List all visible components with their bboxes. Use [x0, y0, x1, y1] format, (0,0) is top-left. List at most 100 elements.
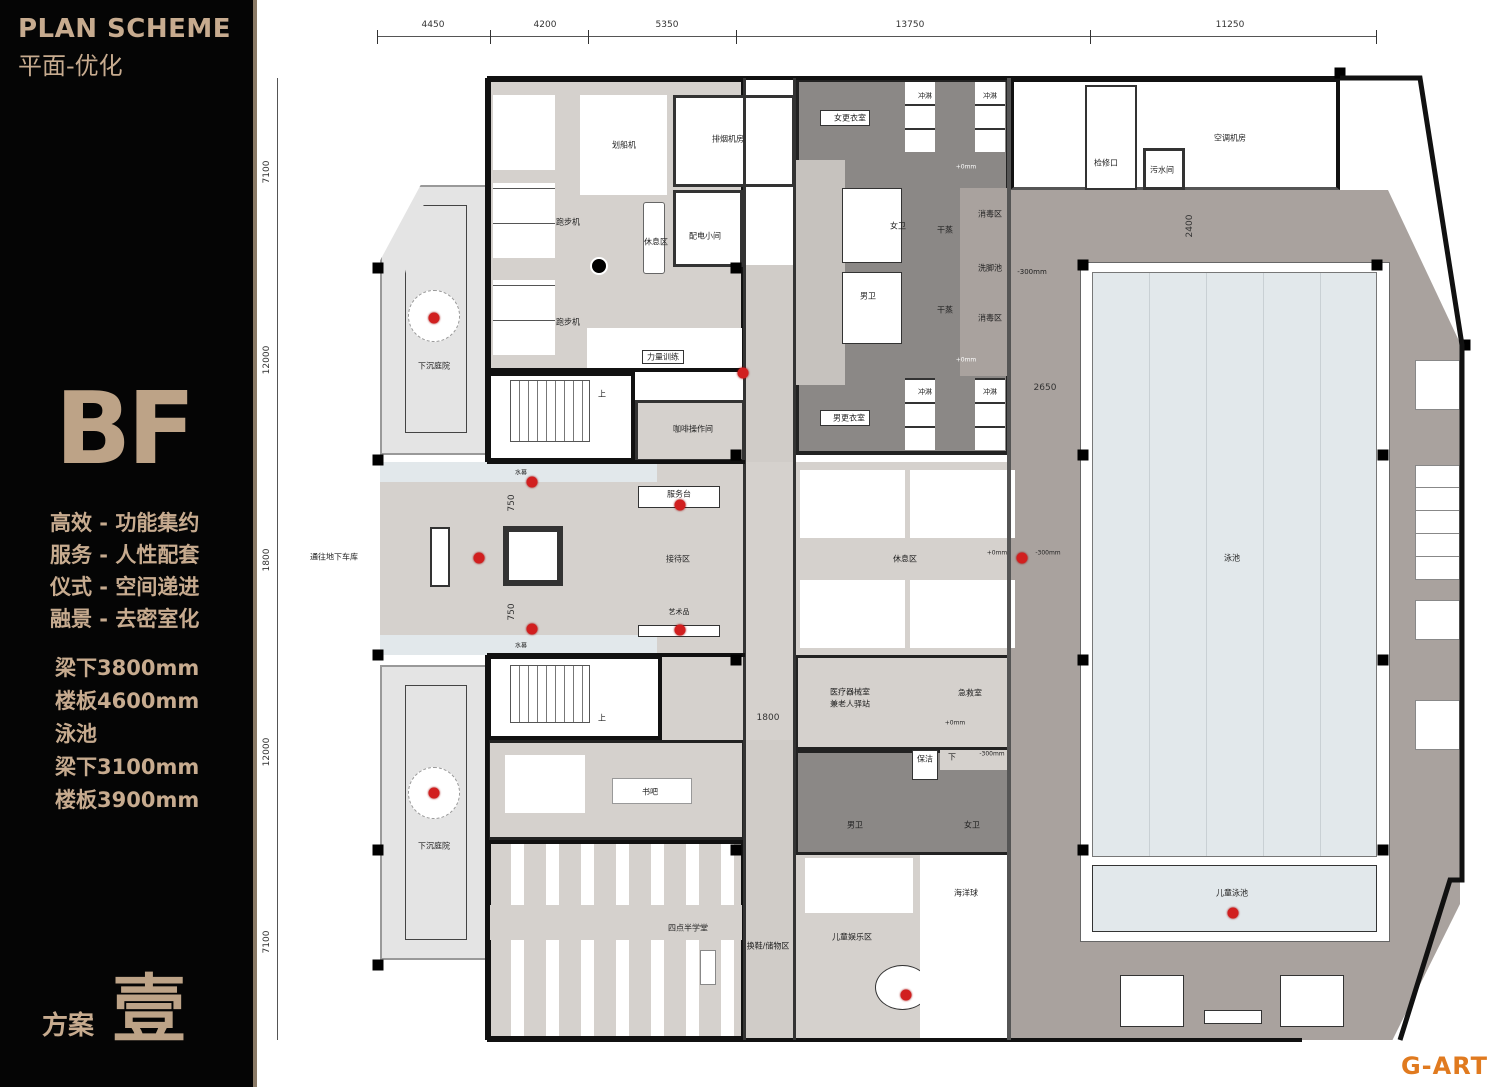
- view-marker: [737, 367, 749, 379]
- pool-equipment: [1280, 975, 1344, 1027]
- level-label: -300mm: [1035, 549, 1061, 557]
- room-label: 冲淋: [983, 92, 997, 100]
- column: [1077, 449, 1089, 461]
- column: [372, 649, 384, 661]
- room-label: 跑步机: [556, 217, 580, 227]
- spec: 梁下3800mm: [55, 656, 200, 680]
- column: [372, 262, 384, 274]
- study-room: [487, 840, 745, 1040]
- water-curtain-south: [380, 635, 657, 655]
- dimension-label: 750: [507, 494, 517, 512]
- room-label: 男卫: [847, 820, 863, 830]
- scheme-number: 壹: [112, 967, 186, 1053]
- column: [730, 449, 742, 461]
- view-marker: [428, 312, 440, 324]
- room-label: 男更衣室: [833, 413, 865, 423]
- room-label: 空调机房: [1214, 133, 1246, 143]
- room-label: 排烟机房: [712, 134, 744, 144]
- view-marker: [526, 476, 538, 488]
- strength-sign: [642, 350, 684, 364]
- wall: [487, 1038, 1302, 1042]
- wall: [485, 78, 489, 462]
- dimension-label: 2650: [1033, 383, 1057, 393]
- study-aisle: [490, 905, 742, 940]
- view-marker: [900, 989, 912, 1001]
- column: [372, 959, 384, 971]
- level-label: +0mm: [955, 163, 977, 171]
- dimension-tick: [1376, 30, 1377, 44]
- room-label: 污水间: [1150, 165, 1174, 175]
- room-label: 洗脚池: [978, 263, 1002, 273]
- wall: [487, 76, 1340, 80]
- room-label: 冲淋: [983, 388, 997, 396]
- kids-equipment: [805, 858, 913, 913]
- column: [730, 844, 742, 856]
- level-label: +0mm: [955, 356, 977, 364]
- room-label: 急救室: [958, 688, 982, 698]
- water-curtain-north: [380, 462, 657, 482]
- wall: [1007, 78, 1011, 1040]
- dimension-tick: [490, 30, 491, 44]
- dimension-label: 5350: [655, 20, 679, 30]
- toilet-stalls: [842, 272, 902, 344]
- slogan: 高效 - 功能集约: [50, 511, 200, 535]
- dimension-label: 12000: [262, 737, 272, 767]
- teacher-desk: [700, 950, 716, 985]
- room-label: 下沉庭院: [418, 361, 450, 371]
- medical-room: [795, 655, 1010, 750]
- plan-subtitle: 平面-优化: [18, 52, 123, 80]
- view-marker: [526, 623, 538, 635]
- dimension-tick: [736, 30, 737, 44]
- lounge-seating: [910, 470, 1015, 538]
- slogan: 仪式 - 空间递进: [50, 575, 200, 599]
- room-label: 干蒸: [937, 305, 953, 315]
- room-label: 冲淋: [918, 388, 932, 396]
- locker-sign: [820, 110, 870, 126]
- lounge-chair: [1415, 700, 1460, 750]
- label: 水幕: [514, 642, 528, 650]
- room-label: 保洁: [917, 754, 933, 764]
- swimming-pool: [1092, 272, 1377, 857]
- showers: [905, 82, 935, 152]
- column: [1377, 449, 1389, 461]
- rowing-area: [493, 95, 555, 170]
- pool-equipment: [1120, 975, 1184, 1027]
- stair-label: 上: [598, 389, 606, 399]
- room-label: 咖啡操作间: [673, 424, 713, 434]
- view-marker: [674, 499, 686, 511]
- spec: 梁下3100mm: [55, 755, 200, 779]
- room-label: 划船机: [612, 140, 636, 150]
- column: [372, 454, 384, 466]
- column: [1077, 259, 1089, 271]
- view-marker: [1016, 552, 1028, 564]
- column: [1077, 654, 1089, 666]
- view-marker: [473, 552, 485, 564]
- room-label: 下沉庭院: [418, 841, 450, 851]
- step-area: [940, 750, 1010, 770]
- treadmills: [493, 280, 555, 355]
- room-label: 书吧: [642, 787, 658, 797]
- level-label: -300mm: [979, 750, 1005, 758]
- room-label: 男卫: [860, 291, 876, 301]
- room-label: 配电小间: [689, 231, 721, 241]
- column: [1334, 67, 1346, 79]
- lounge-seating: [910, 580, 1015, 648]
- sewage-room: [1143, 148, 1185, 190]
- courtyard-planter: [405, 685, 467, 940]
- room-label: 女卫: [890, 221, 906, 231]
- dimension-label: 4200: [533, 20, 557, 30]
- column: [1377, 844, 1389, 856]
- column: [1377, 654, 1389, 666]
- lounge-seating: [800, 470, 905, 538]
- courtyard-planter: [405, 205, 467, 433]
- room-label: 通往地下车库: [310, 552, 358, 562]
- lounge-seating: [800, 580, 905, 648]
- room-label: 检修口: [1094, 158, 1118, 168]
- stairs: [510, 665, 590, 723]
- room-label: 干蒸: [937, 225, 953, 235]
- rowing-machines: [580, 95, 667, 195]
- slogan: 融景 - 去密室化: [50, 607, 200, 631]
- dimension-label: 13750: [895, 20, 925, 30]
- disinfection-zone: [960, 188, 1010, 376]
- dimension-label: 1800: [756, 713, 780, 723]
